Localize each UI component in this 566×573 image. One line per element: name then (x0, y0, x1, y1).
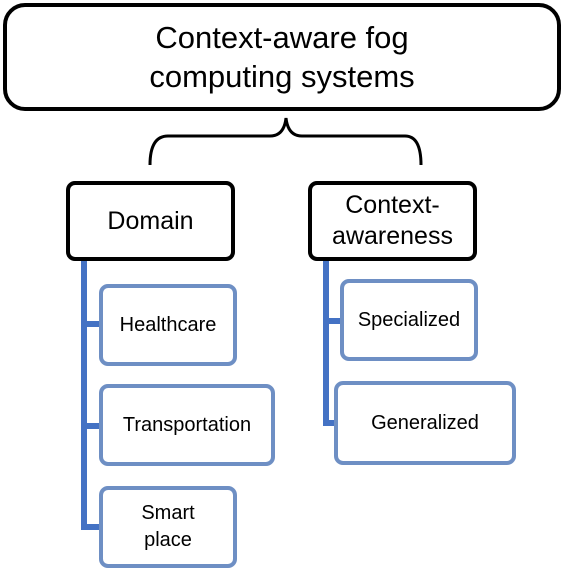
category-domain: Domain (66, 181, 235, 261)
category-context-awareness: Context-awareness (308, 181, 477, 261)
root-brace (148, 117, 423, 166)
root-title: Context-aware fog computing systems (149, 20, 415, 94)
leaf-transportation: Transportation (99, 384, 275, 466)
leaf-healthcare-label: Healthcare (119, 313, 217, 336)
category-context-awareness-label: Context-awareness (332, 191, 453, 250)
leaf-specialized-label: Specialized (357, 308, 461, 331)
leaf-smart-place-label: Smart place (141, 502, 195, 551)
leaf-specialized: Specialized (340, 279, 478, 361)
category-domain-label: Domain (107, 206, 194, 235)
leaf-healthcare: Healthcare (99, 284, 237, 366)
leaf-generalized: Generalized (334, 381, 516, 465)
leaf-generalized-label: Generalized (371, 411, 479, 434)
leaf-transportation-label: Transportation (122, 413, 252, 436)
leaf-smart-place: Smart place (99, 486, 237, 568)
root-node: Context-aware fog computing systems (3, 3, 561, 111)
